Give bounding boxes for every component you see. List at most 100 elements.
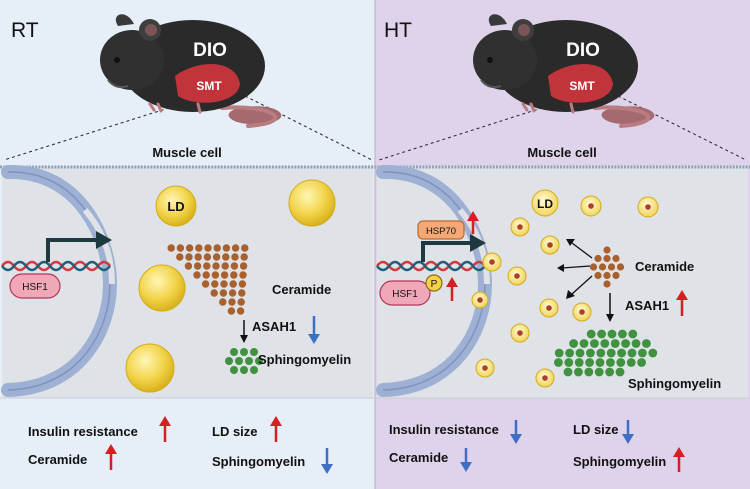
sphingomyelin-molecule [637, 358, 646, 367]
ceramide-molecule [239, 262, 248, 270]
right-sphingomyelin-cluster [554, 329, 658, 377]
right-phospho-label: P [431, 279, 438, 290]
sphingomyelin-molecule [617, 348, 626, 358]
ceramide-molecule [589, 263, 598, 271]
right-condition-label: HT [384, 19, 412, 42]
ceramide-molecule [230, 262, 239, 270]
right-summary-ld-size: LD size [573, 422, 619, 437]
sphingomyelin-molecule [585, 358, 594, 367]
right-ceramide-breakdown-arrows [561, 242, 593, 295]
ceramide-molecule [241, 244, 249, 252]
ceramide-molecule [616, 263, 625, 271]
ceramide-molecule [184, 262, 193, 270]
right-summary-sphingomyelin: Sphingomyelin [573, 454, 666, 469]
ceramide-molecule [211, 271, 220, 279]
lipid-droplet [155, 185, 197, 227]
ceramide-molecule [228, 289, 237, 297]
ceramide-molecule [212, 253, 221, 261]
sphingomyelin-molecule [569, 339, 578, 348]
sphingomyelin-molecule [250, 366, 258, 374]
sphingomyelin-molecule [250, 348, 258, 356]
sphingomyelin-molecule [628, 329, 638, 339]
left-mouse-label: DIO [193, 40, 227, 61]
lipid-droplet [288, 179, 336, 227]
sphingomyelin-molecule [648, 348, 658, 358]
ceramide-molecule [193, 262, 202, 270]
droplet-core [547, 242, 553, 248]
left-sphingomyelin-down-arrow [321, 448, 333, 474]
ceramide-molecule [237, 298, 245, 306]
right-mouse-label: DIO [566, 40, 600, 61]
ceramide-molecule [612, 271, 620, 280]
left-ceramide-up-arrow [105, 444, 117, 470]
left-condition-label: RT [11, 19, 39, 42]
sphingomyelin-molecule [245, 357, 253, 365]
droplet-core [489, 259, 495, 265]
sphingomyelin-molecule [626, 358, 636, 367]
ceramide-molecule [193, 271, 201, 279]
ceramide-molecule [239, 271, 247, 279]
left-enzyme-label: ASAH1 [252, 319, 296, 334]
sphingomyelin-molecule [621, 339, 630, 348]
right-insulin-down-arrow [510, 420, 522, 444]
left-sphingomyelin-label: Sphingomyelin [258, 352, 351, 367]
ceramide-molecule [603, 246, 611, 254]
droplet-core [579, 309, 585, 315]
right-mouse-illustration [473, 14, 655, 128]
left-summary-ld-size: LD size [212, 424, 258, 439]
right-hsp70-protein [417, 220, 465, 240]
ceramide-molecule [231, 244, 240, 252]
right-lipid-droplets [471, 189, 659, 388]
ceramide-molecule [220, 280, 228, 288]
ceramide-molecule [238, 289, 246, 297]
left-dna-helix [1, 260, 111, 272]
ceramide-molecule [203, 253, 212, 261]
sphingomyelin-molecule [615, 367, 625, 377]
right-skeletal-muscle [548, 64, 613, 103]
ceramide-molecule [194, 253, 202, 261]
sphingomyelin-molecule [627, 348, 637, 358]
ceramide-molecule [185, 244, 194, 252]
ceramide-molecule [598, 263, 607, 271]
sphingomyelin-molecule [240, 348, 248, 356]
ceramide-molecule [221, 262, 229, 270]
sphingomyelin-molecule [563, 367, 573, 377]
left-mouse-illustration [100, 14, 282, 128]
ceramide-molecule [594, 254, 602, 263]
right-dna-helix [376, 260, 486, 272]
sphingomyelin-molecule [554, 358, 563, 367]
lipid-droplet [531, 189, 559, 217]
left-ld-size-up-arrow [270, 416, 282, 442]
left-asah1-down-arrow [308, 316, 320, 344]
ceramide-molecule [203, 262, 211, 270]
right-ld-size-down-arrow [622, 420, 634, 444]
ceramide-molecule [219, 298, 227, 306]
ceramide-molecule [603, 271, 611, 280]
droplet-core [546, 305, 552, 311]
right-phosphorylation-badge [425, 274, 443, 292]
left-ceramide-cluster [167, 244, 249, 315]
left-skeletal-muscle [175, 64, 240, 103]
ceramide-molecule [204, 244, 212, 252]
left-summary-insulin: Insulin resistance [28, 424, 138, 439]
ceramide-molecule [202, 271, 210, 279]
left-cell-label: Muscle cell [152, 145, 221, 160]
sphingomyelin-molecule [631, 339, 641, 348]
droplet-core [482, 365, 488, 371]
ceramide-molecule [167, 244, 175, 252]
ceramide-molecule [612, 254, 620, 263]
droplet-core [514, 273, 520, 279]
sphingomyelin-molecule [579, 339, 589, 348]
right-hsf1-protein [379, 280, 431, 306]
droplet-core [645, 204, 651, 210]
ceramide-molecule [222, 253, 230, 261]
ceramide-molecule [236, 307, 245, 315]
sphingomyelin-molecule [618, 329, 627, 339]
right-enzyme-label: ASAH1 [625, 298, 669, 313]
left-ld-label: LD [167, 199, 184, 214]
sphingomyelin-molecule [606, 358, 615, 367]
right-ceramide-label: Ceramide [635, 259, 694, 274]
ceramide-molecule [210, 289, 218, 297]
left-hsf1-label: HSF1 [22, 282, 48, 293]
